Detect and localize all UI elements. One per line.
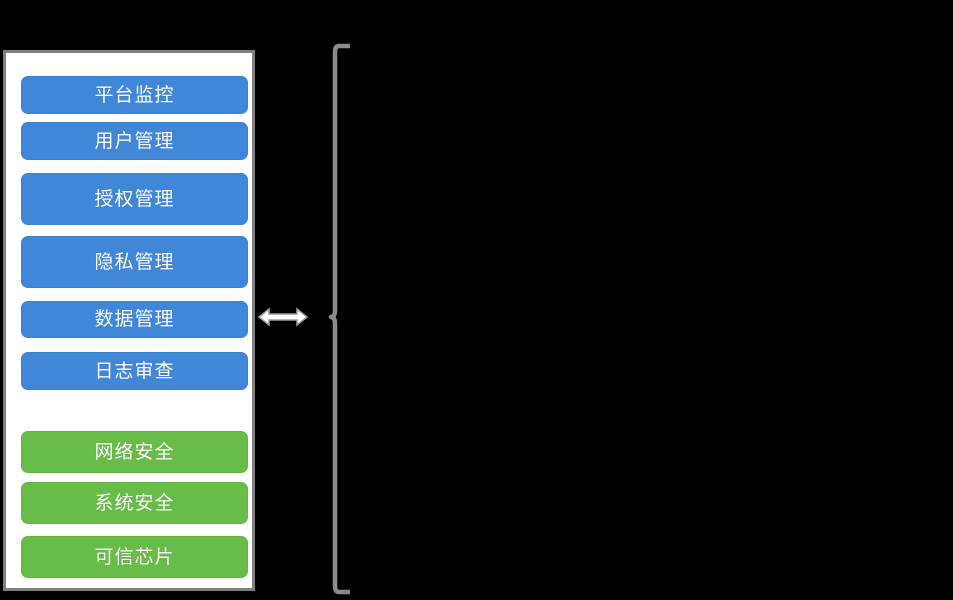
module-button-platform-monitoring[interactable]: 平台监控 [21,76,248,114]
module-button-label: 网络安全 [94,441,175,463]
module-button-label: 数据管理 [94,309,175,330]
module-button-label: 隐私管理 [94,251,175,273]
module-button-label: 可信芯片 [94,546,175,568]
module-button-label: 授权管理 [94,188,175,210]
module-button-network-security[interactable]: 网络安全 [21,431,248,473]
module-button-label: 用户管理 [94,130,175,152]
module-button-label: 系统安全 [94,492,175,514]
module-button-data-management[interactable]: 数据管理 [21,301,248,338]
bidirectional-arrow-icon [258,307,308,327]
module-button-user-management[interactable]: 用户管理 [21,122,248,160]
module-button-trusted-chip[interactable]: 可信芯片 [21,536,248,578]
group-bracket-icon [328,43,350,595]
module-button-system-security[interactable]: 系统安全 [21,482,248,524]
module-button-authorization-management[interactable]: 授权管理 [21,173,248,225]
module-panel: 平台监控 用户管理 授权管理 隐私管理 数据管理 日志审查 网络安全 系统安全 … [3,50,255,591]
module-button-label: 日志审查 [94,360,175,382]
module-button-log-audit[interactable]: 日志审查 [21,352,248,390]
module-button-label: 平台监控 [94,84,175,106]
module-button-privacy-management[interactable]: 隐私管理 [21,236,248,288]
